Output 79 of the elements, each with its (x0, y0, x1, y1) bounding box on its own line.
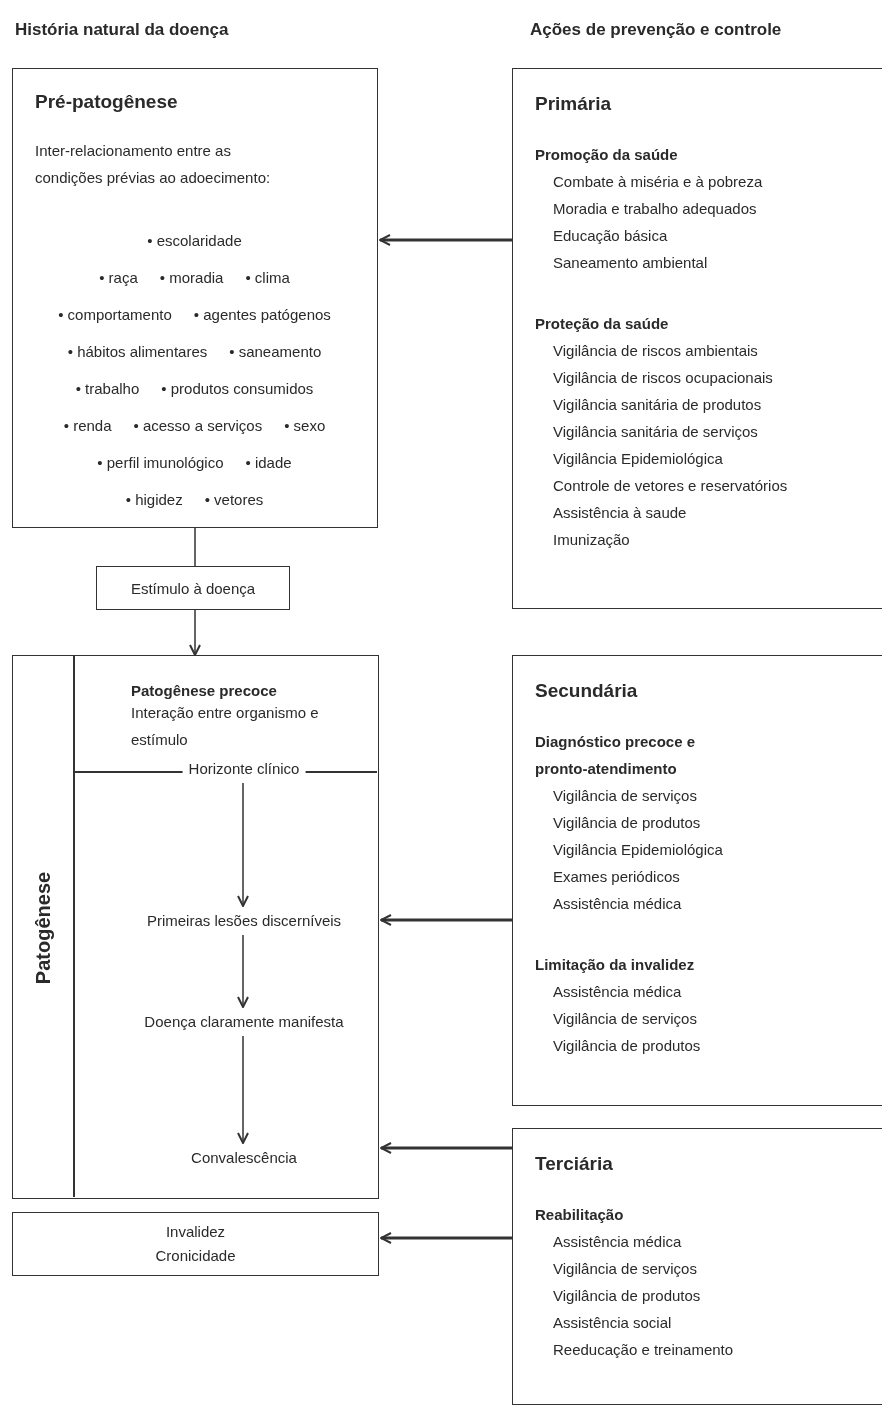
list-item: • saneamento (229, 343, 322, 360)
list-item: • hábitos alimentares (67, 343, 208, 360)
list-item: Vigilância de riscos ocupacionais (552, 368, 773, 388)
list-item: Saneamento ambiental (552, 253, 708, 273)
section-heading: Diagnóstico precoce e pronto-atendimento (535, 732, 697, 779)
arrow (237, 782, 249, 907)
box-title: Terciária (535, 1153, 614, 1175)
box-title: Invalidez Cronicidade (155, 1222, 236, 1266)
horizon-label: Horizonte clínico (182, 760, 306, 777)
list-item: • acesso a serviços (133, 417, 263, 434)
stage-label: Primeiras lesões discerníveis (146, 912, 342, 929)
arrow (189, 609, 201, 656)
list-item: Exames periódicos (552, 867, 680, 887)
section-heading: Patogênese precoce (131, 682, 278, 699)
section-heading: Limitação da invalidez (535, 955, 696, 975)
arrow (379, 234, 512, 246)
list-item: • idade (245, 454, 292, 471)
list-item: • sexo (284, 417, 326, 434)
column-heading: Ações de prevenção e controle (530, 20, 782, 40)
box-title: Patogênese (31, 871, 55, 985)
stage-box (96, 566, 290, 610)
arrow (380, 1232, 512, 1244)
list-item: Combate à miséria e à pobreza (552, 172, 763, 192)
list-item: • higidez (125, 491, 183, 508)
section-heading: Proteção da saúde (535, 314, 670, 334)
box-title: Primária (535, 93, 613, 115)
list-item: Assistência à saude (552, 503, 687, 523)
arrow (237, 1035, 249, 1144)
stage-label: Doença claramente manifesta (144, 1013, 344, 1030)
list-item: • renda (63, 417, 112, 434)
list-item: • perfil imunológico (97, 454, 224, 471)
list-item: Assistência médica (552, 894, 682, 914)
column-heading: História natural da doença (15, 20, 229, 40)
arrow (380, 1142, 512, 1154)
list-item: • vetores (204, 491, 264, 508)
connector-line (194, 527, 196, 567)
prevention-panel (512, 655, 882, 1106)
arrow (380, 914, 512, 926)
list-item: Assistência médica (552, 982, 682, 1002)
list-item: Controle de vetores e reservatórios (552, 476, 788, 496)
list-item: Vigilância de produtos (552, 813, 701, 833)
box-title: Secundária (535, 680, 639, 702)
list-item: Vigilância de serviços (552, 1009, 697, 1029)
list-item: • agentes patógenos (193, 306, 331, 323)
list-item: Vigilância de serviços (552, 1259, 697, 1279)
section-heading: Promoção da saúde (535, 145, 679, 165)
description-text: Inter-relacionamento entre as condições prévias ao adoecimento: (35, 141, 272, 188)
list-item: Assistência social (552, 1313, 672, 1333)
list-item: Vigilância de serviços (552, 786, 697, 806)
prevention-panel (512, 68, 882, 609)
stage-box (12, 1212, 379, 1276)
list-item: • produtos consumidos (161, 380, 314, 397)
list-item: Reeducação e treinamento (552, 1340, 734, 1360)
list-item: Vigilância de produtos (552, 1036, 701, 1056)
list-item: Vigilância Epidemiológica (552, 840, 723, 860)
arrow (237, 934, 249, 1008)
list-item: • moradia (159, 269, 224, 286)
list-item: • clima (245, 269, 290, 286)
section-heading: Reabilitação (535, 1205, 625, 1225)
list-item: • escolaridade (147, 232, 242, 249)
list-item: Vigilância sanitária de serviços (552, 422, 758, 442)
list-item: Vigilância Epidemiológica (552, 449, 723, 469)
list-item: Vigilância de riscos ambientais (552, 341, 758, 361)
list-item: Imunização (552, 530, 630, 550)
prevention-panel (512, 1128, 882, 1405)
list-item: Vigilância de produtos (552, 1286, 701, 1306)
list-item: • raça (99, 269, 138, 286)
box-title: Estímulo à doença (130, 579, 256, 597)
list-item: • trabalho (75, 380, 140, 397)
stage-label: Convalescência (191, 1149, 297, 1166)
list-item: Moradia e trabalho adequados (552, 199, 757, 219)
list-item: • comportamento (58, 306, 172, 323)
description-text: Interação entre organismo e estímulo (131, 703, 320, 750)
list-item: Educação básica (552, 226, 668, 246)
stage-box (12, 68, 378, 528)
box-title: Pré-patogênese (35, 91, 178, 113)
stage-box (12, 655, 379, 1199)
list-item: Assistência médica (552, 1232, 682, 1252)
list-item: Vigilância sanitária de produtos (552, 395, 762, 415)
